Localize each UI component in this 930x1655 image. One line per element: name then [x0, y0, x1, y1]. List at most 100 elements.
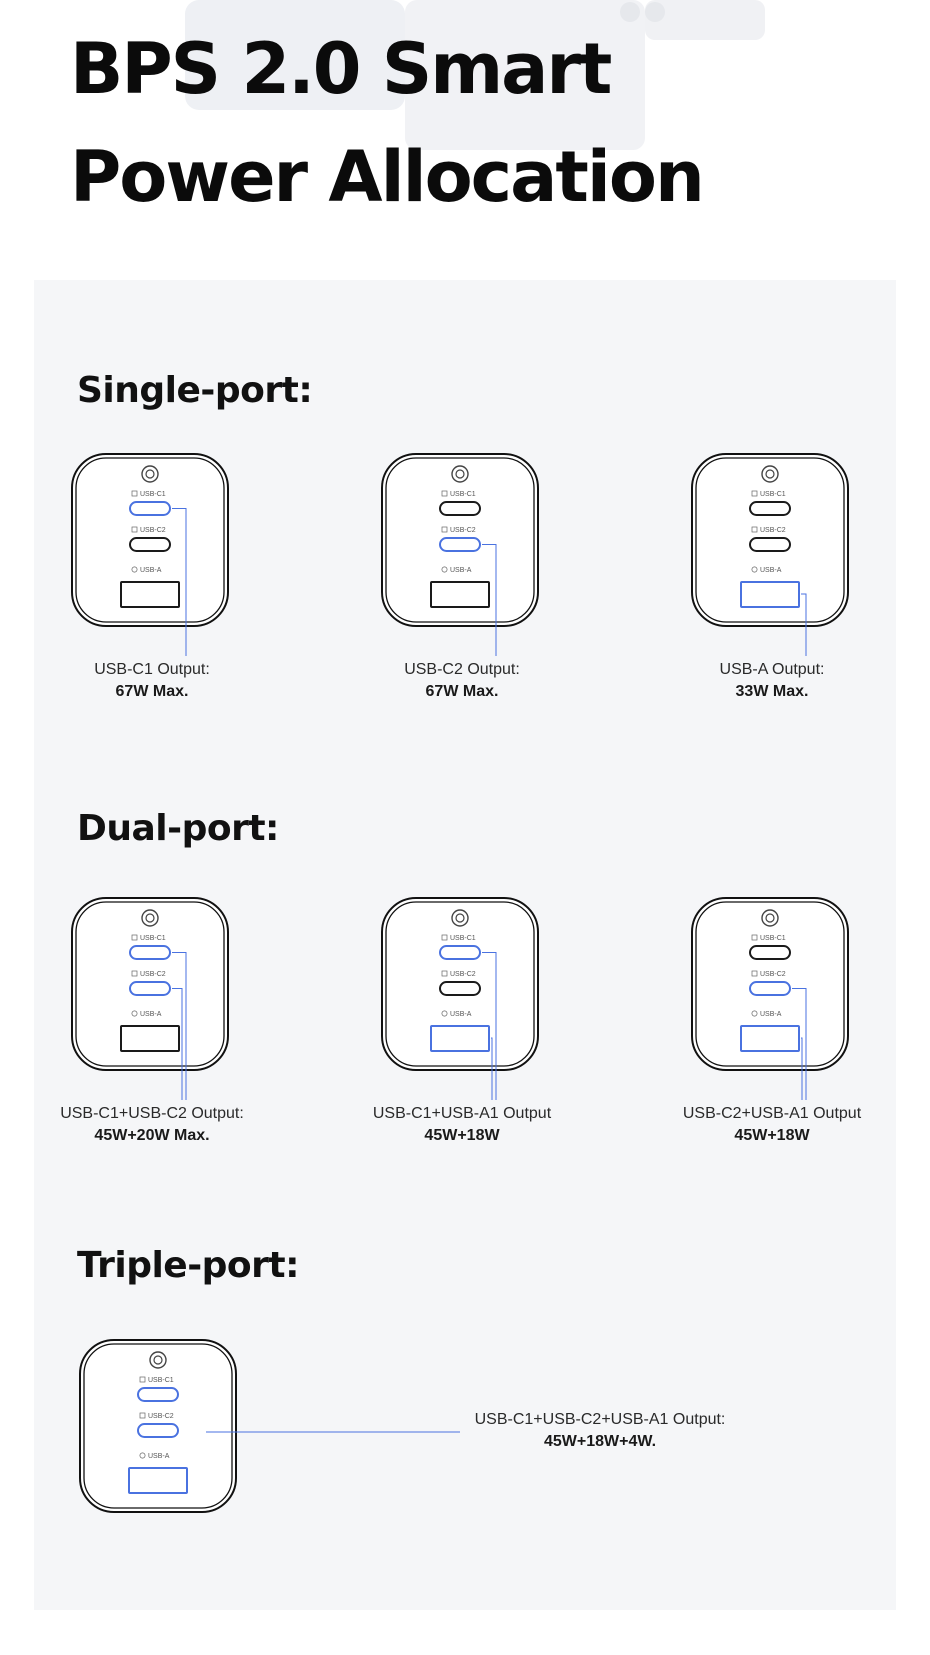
port-label-c2: USB-C2 — [751, 970, 786, 978]
usb-a-port — [120, 1025, 180, 1052]
brand-logo-icon — [451, 909, 469, 927]
brand-logo-icon — [141, 465, 159, 483]
port-label-c1: USB-C1 — [751, 934, 786, 942]
charger-body-inner — [75, 457, 225, 623]
port-type-icon — [751, 526, 758, 533]
usb-c1-port — [129, 501, 171, 516]
caption-value: 45W+18W — [734, 1127, 810, 1144]
brand-logo-icon — [149, 1351, 167, 1369]
port-label-c2: USB-C2 — [751, 526, 786, 534]
caption-label: USB-C1+USB-A1 Output — [372, 1105, 552, 1122]
leader-line — [792, 988, 807, 1100]
port-label-text: USB-C2 — [450, 971, 476, 978]
port-label-c2: USB-C2 — [441, 970, 476, 978]
port-label-text: USB-C2 — [140, 971, 166, 978]
port-label-a: USB-A — [441, 1010, 472, 1018]
charger-body-inner — [385, 457, 535, 623]
port-type-icon — [131, 490, 138, 497]
port-label-c2: USB-C2 — [131, 970, 166, 978]
brand-logo-icon — [141, 909, 159, 927]
caption-dual-c1-c2: USB-C1+USB-C2 Output: 45W+20W Max. — [52, 1103, 252, 1147]
port-type-icon — [441, 1010, 448, 1017]
port-label-text: USB-A — [760, 1011, 782, 1018]
port-label-text: USB-C2 — [760, 527, 786, 534]
leader-line — [482, 952, 497, 1100]
port-label-text: USB-A — [140, 567, 162, 574]
single-port-heading: Single-port: — [77, 370, 313, 411]
port-type-icon — [139, 1376, 146, 1383]
usb-c2-port — [439, 537, 481, 552]
page-title-line-1: BPS 2.0 Smart — [70, 28, 612, 110]
port-label-text: USB-A — [450, 1011, 472, 1018]
port-type-icon — [441, 526, 448, 533]
usb-a-port — [430, 581, 490, 608]
usb-a-port — [430, 1025, 490, 1052]
charger-body-inner — [695, 901, 845, 1067]
triple-port-heading: Triple-port: — [77, 1245, 300, 1286]
leader-line — [801, 593, 807, 656]
port-label-text: USB-C2 — [760, 971, 786, 978]
port-label-a: USB-A — [751, 566, 782, 574]
usb-a-port — [120, 581, 180, 608]
port-label-text: USB-A — [450, 567, 472, 574]
caption-label: USB-C1+USB-C2+USB-A1 Output: — [474, 1411, 726, 1428]
charger-body-inner — [83, 1343, 233, 1509]
leader-line — [172, 988, 183, 1100]
caption-value: 67W Max. — [425, 683, 499, 700]
caption-triple: USB-C1+USB-C2+USB-A1 Output: 45W+18W+4W. — [460, 1409, 740, 1453]
caption-dual-c1-a: USB-C1+USB-A1 Output 45W+18W — [362, 1103, 562, 1147]
usb-c1-port — [749, 945, 791, 960]
caption-label: USB-C1 Output: — [94, 661, 210, 678]
port-type-icon — [441, 490, 448, 497]
caption-label: USB-C2 Output: — [404, 661, 520, 678]
port-label-text: USB-C1 — [760, 935, 786, 942]
port-type-icon — [131, 526, 138, 533]
caption-label: USB-A Output: — [719, 661, 825, 678]
port-label-c1: USB-C1 — [131, 490, 166, 498]
port-label-text: USB-C1 — [148, 1377, 174, 1384]
leader-line — [172, 508, 187, 656]
dual-port-heading: Dual-port: — [77, 808, 279, 849]
port-type-icon — [139, 1412, 146, 1419]
leader-line — [172, 952, 187, 1100]
caption-label: USB-C1+USB-C2 Output: — [60, 1105, 244, 1122]
port-label-a: USB-A — [131, 566, 162, 574]
port-type-icon — [441, 566, 448, 573]
page-title-line-2: Power Allocation — [70, 136, 705, 218]
port-type-icon — [131, 934, 138, 941]
port-type-icon — [751, 934, 758, 941]
port-type-icon — [131, 1010, 138, 1017]
usb-c1-port — [129, 945, 171, 960]
port-type-icon — [131, 970, 138, 977]
usb-a-port — [740, 581, 800, 608]
port-label-text: USB-C1 — [450, 491, 476, 498]
usb-c2-port — [129, 981, 171, 996]
caption-single-c1: USB-C1 Output: 67W Max. — [62, 659, 242, 703]
caption-value: 45W+18W+4W. — [543, 1433, 657, 1450]
brand-logo-icon — [451, 465, 469, 483]
caption-value: 45W+20W Max. — [94, 1127, 210, 1144]
port-label-a: USB-A — [139, 1452, 170, 1460]
usb-a-port — [128, 1467, 188, 1494]
charger-body-inner — [385, 901, 535, 1067]
usb-c2-port — [439, 981, 481, 996]
caption-dual-c2-a: USB-C2+USB-A1 Output 45W+18W — [672, 1103, 872, 1147]
usb-c2-port — [137, 1423, 179, 1438]
port-type-icon — [441, 970, 448, 977]
port-label-c1: USB-C1 — [441, 934, 476, 942]
usb-c1-port — [137, 1387, 179, 1402]
port-type-icon — [751, 490, 758, 497]
brand-logo-icon — [761, 909, 779, 927]
port-label-text: USB-C1 — [760, 491, 786, 498]
usb-c2-port — [749, 981, 791, 996]
caption-single-c2: USB-C2 Output: 67W Max. — [372, 659, 552, 703]
port-label-c2: USB-C2 — [441, 526, 476, 534]
